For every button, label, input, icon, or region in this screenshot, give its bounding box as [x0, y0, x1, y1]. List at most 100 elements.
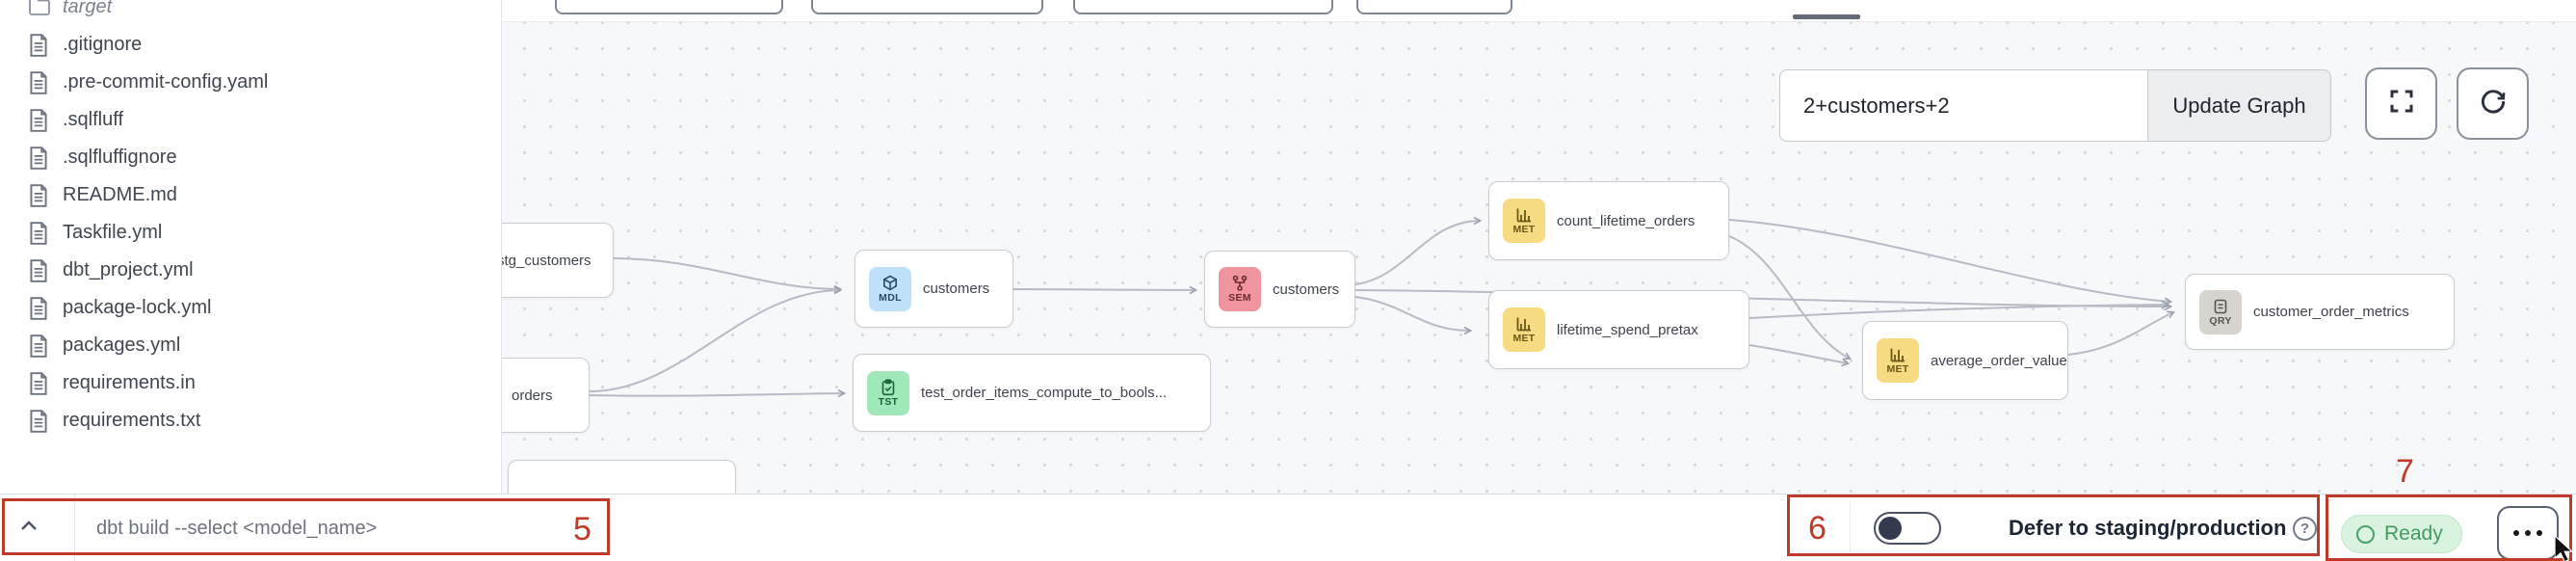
- node-orders[interactable]: MDLorders: [502, 358, 590, 433]
- node-customers_model[interactable]: MDL customers: [854, 250, 1013, 328]
- refresh-button[interactable]: [2457, 67, 2529, 140]
- toolbar-scroll-thumb[interactable]: [1793, 14, 1860, 19]
- bar-chart-icon: MET: [1503, 199, 1545, 243]
- file-row--gitignore[interactable]: .gitignore: [0, 26, 501, 64]
- graph-selector-group: 2+customers+2 Update Graph: [1779, 69, 2331, 142]
- fullscreen-button[interactable]: [2365, 67, 2437, 140]
- node-label: customer_order_metrics: [2253, 304, 2409, 320]
- file-row-taskfile-yml[interactable]: Taskfile.yml: [0, 214, 501, 252]
- query-icon: QRY: [2199, 289, 2242, 334]
- node-badge-label: TST: [878, 395, 899, 408]
- node-average_order_value[interactable]: MET average_order_value: [1862, 321, 2068, 400]
- folder-icon: [28, 0, 53, 20]
- file-row--pre-commit-config-yaml[interactable]: .pre-commit-config.yaml: [0, 64, 501, 101]
- node-label: orders: [512, 387, 553, 404]
- document-icon: [28, 183, 53, 208]
- file-name: dbt_project.yml: [63, 259, 194, 280]
- collapse-command-bar-button[interactable]: [8, 510, 50, 547]
- file-row--sqlfluffignore[interactable]: .sqlfluffignore: [0, 139, 501, 176]
- node-label: count_lifetime_orders: [1557, 212, 1695, 229]
- update-graph-button[interactable]: Update Graph: [2148, 69, 2331, 142]
- node-test_order_items[interactable]: TST test_order_items_compute_to_bools...: [853, 354, 1211, 432]
- node-label: test_order_items_compute_to_bools...: [921, 385, 1168, 401]
- node-badge-label: MET: [1512, 333, 1536, 345]
- edge-lifetime_spend_pretax-to-customer_order_metrics: [1748, 305, 2168, 319]
- node-label: stg_customers: [502, 252, 591, 269]
- bar-chart-icon: MET: [1877, 338, 1919, 383]
- document-icon: [28, 371, 53, 396]
- node-stg_customers[interactable]: MDLstg_customers: [502, 223, 614, 298]
- node-badge-label: QRY: [2209, 314, 2232, 327]
- file-name: packages.yml: [63, 334, 181, 356]
- edge-orders-to-test_order_items: [589, 393, 844, 396]
- file-name: target: [63, 0, 113, 17]
- toolbar-cut-button-3[interactable]: [1073, 0, 1333, 14]
- node-partial_node[interactable]: [508, 460, 736, 494]
- file-name: requirements.txt: [63, 410, 201, 431]
- sidebar-canvas-divider: [501, 0, 502, 494]
- ellipsis-icon: [2513, 530, 2542, 536]
- document-icon: [28, 296, 53, 321]
- toolbar-cut-button-1[interactable]: [555, 0, 783, 14]
- file-name: .gitignore: [63, 34, 143, 55]
- chevron-up-icon: [17, 515, 40, 543]
- file-row--sqlfluff[interactable]: .sqlfluff: [0, 101, 501, 139]
- edge-count_lifetime_orders-to-customer_order_metrics: [1728, 219, 2170, 302]
- document-icon: [28, 334, 53, 359]
- file-name: .sqlfluffignore: [63, 147, 177, 168]
- file-row-requirements-txt[interactable]: requirements.txt: [0, 402, 501, 440]
- ready-status-label: Ready: [2384, 522, 2443, 545]
- file-explorer-sidebar: target .gitignore .pre-commit-config.yaml.…: [0, 0, 501, 494]
- edge-customers_semantic-to-lifetime_spend_pretax: [1354, 296, 1470, 331]
- edge-customers_model-to-customers_semantic: [1012, 289, 1196, 290]
- bar-chart-icon: MET: [1503, 307, 1545, 352]
- lineage-edges: [589, 0, 2576, 494]
- document-icon: [28, 33, 53, 58]
- defer-section-divider: [1850, 502, 1851, 554]
- defer-label: Defer to staging/production: [2009, 516, 2287, 540]
- toolbar-cut-button-4[interactable]: [1356, 0, 1512, 14]
- toggle-knob: [1879, 517, 1902, 540]
- node-customers_semantic[interactable]: SEM customers: [1204, 251, 1355, 328]
- file-name: README.md: [63, 184, 177, 205]
- file-row-readme-md[interactable]: README.md: [0, 176, 501, 214]
- refresh-icon: [2478, 86, 2509, 121]
- node-label: customers: [1273, 280, 1340, 298]
- file-row-package-lock-yml[interactable]: package-lock.yml: [0, 289, 501, 327]
- document-icon: [28, 221, 53, 246]
- node-badge-label: MET: [1512, 224, 1536, 236]
- node-label: average_order_value: [1931, 352, 2067, 369]
- document-icon: [28, 258, 53, 283]
- toolbar-cut-button-2[interactable]: [811, 0, 1043, 14]
- command-bottom-bar: dbt build --select <model_name> Defer to…: [0, 494, 2576, 561]
- node-label: customers: [923, 280, 990, 297]
- fullscreen-icon: [2387, 87, 2416, 120]
- file-row-requirements-in[interactable]: requirements.in: [0, 364, 501, 402]
- edge-customers_semantic-to-customer_order_metrics: [1354, 289, 2170, 307]
- edge-orders-to-customers_model: [589, 290, 840, 392]
- help-icon[interactable]: ?: [2293, 517, 2317, 541]
- file-row-packages-yml[interactable]: packages.yml: [0, 327, 501, 364]
- dbt-command-input[interactable]: dbt build --select <model_name>: [96, 517, 378, 539]
- edge-average_order_value-to-customer_order_metrics: [2067, 312, 2173, 356]
- node-count_lifetime_orders[interactable]: MET count_lifetime_orders: [1488, 181, 1729, 260]
- file-name: package-lock.yml: [63, 297, 212, 318]
- file-name: .sqlfluff: [63, 109, 123, 130]
- node-badge-label: SEM: [1228, 292, 1251, 305]
- clipboard-check-icon: TST: [867, 370, 909, 415]
- edge-customers_semantic-to-count_lifetime_orders: [1354, 221, 1480, 285]
- edge-lifetime_spend_pretax-to-average_order_value: [1748, 344, 1848, 363]
- document-icon: [28, 409, 53, 434]
- graph-selector-input[interactable]: 2+customers+2: [1779, 69, 2148, 142]
- defer-toggle[interactable]: [1874, 512, 1941, 545]
- file-row-target[interactable]: target: [0, 0, 501, 26]
- node-badge-label: MDL: [879, 291, 902, 304]
- node-customer_order_metrics[interactable]: QRY customer_order_metrics: [2185, 274, 2455, 350]
- file-row-dbt-project-yml[interactable]: dbt_project.yml: [0, 252, 501, 289]
- node-badge-label: MET: [1886, 363, 1909, 376]
- document-icon: [28, 108, 53, 133]
- file-name: .pre-commit-config.yaml: [63, 71, 269, 93]
- more-options-button[interactable]: [2497, 506, 2559, 560]
